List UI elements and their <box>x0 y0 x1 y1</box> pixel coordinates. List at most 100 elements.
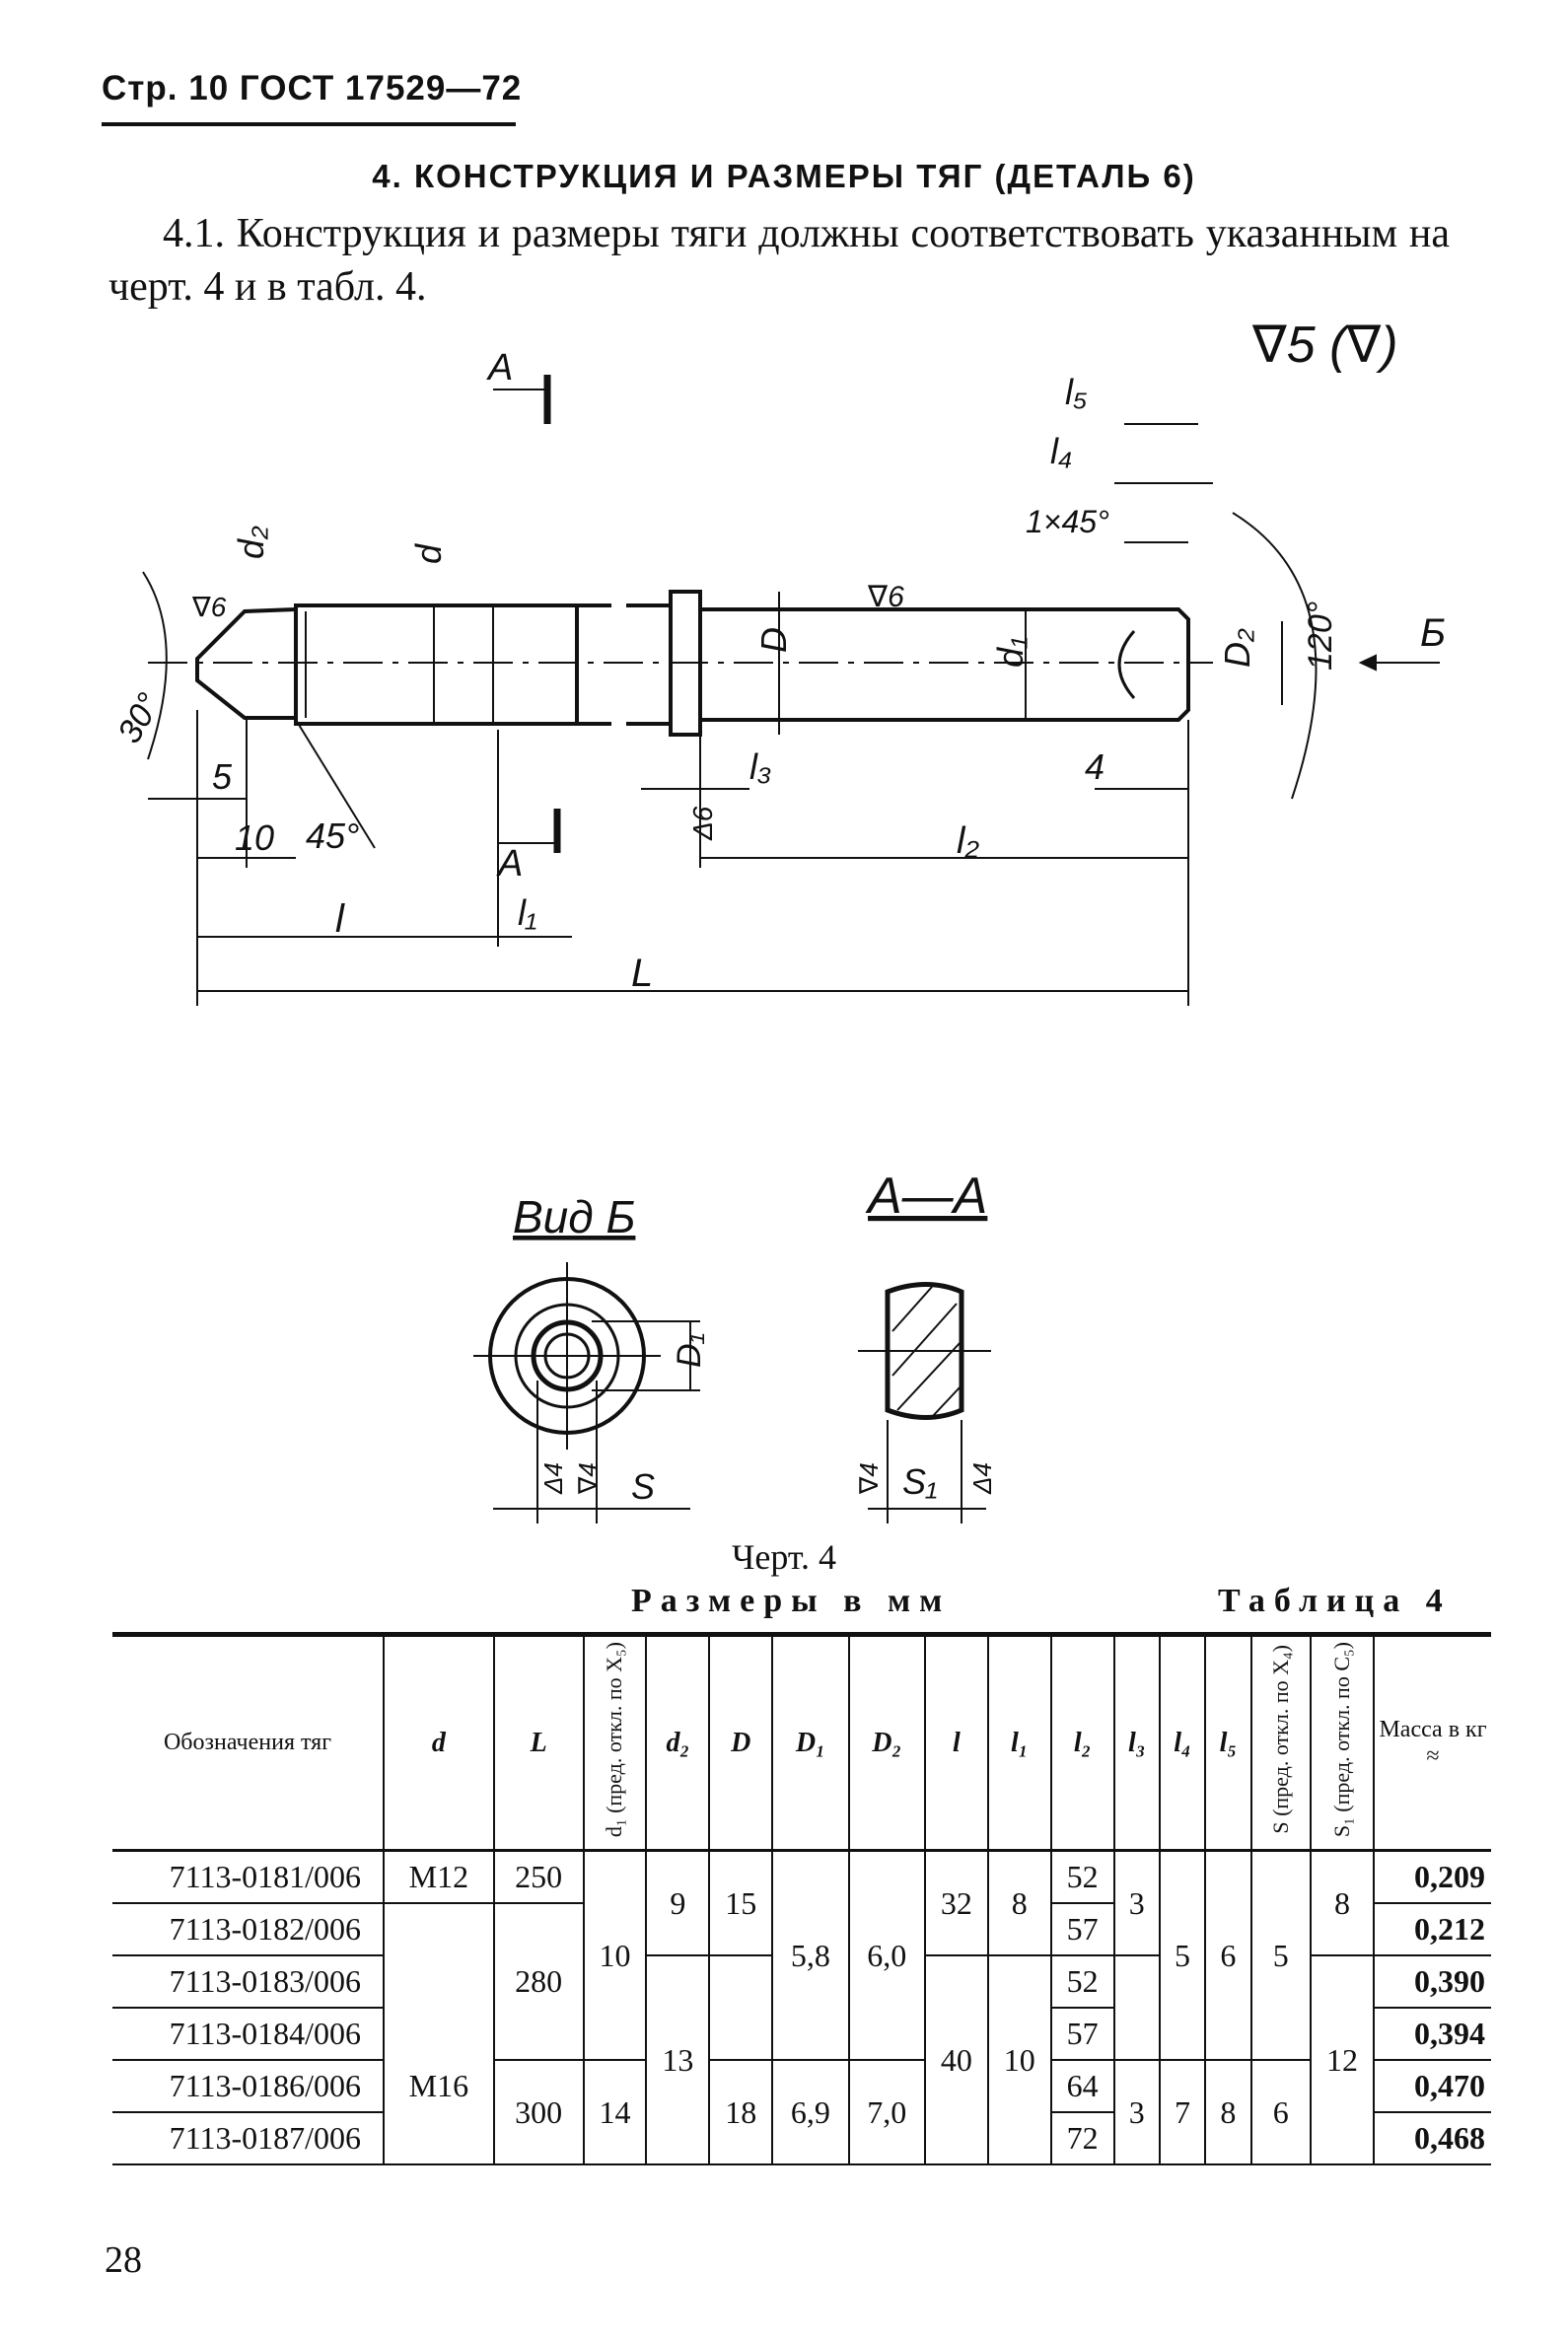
table-row: 7113-0184/006 57 0,394 <box>112 2008 1491 2061</box>
label-D: D <box>753 627 794 653</box>
cell-d1: 14 <box>582 2060 647 2165</box>
cell-mass: 0,212 <box>1373 1903 1491 1956</box>
label-l1: l₁ <box>518 892 536 933</box>
angle-45-line <box>295 719 376 849</box>
col-l: l <box>923 1632 988 1852</box>
rod-end <box>1134 607 1190 722</box>
cell-designation: 7113-0181/006 <box>112 1850 384 1904</box>
cell-l2: 52 <box>1049 1850 1114 1904</box>
cell-L: 300 <box>492 2060 584 2165</box>
label-rough-6-tip: ∇6 <box>191 592 227 622</box>
col-l3: l₃ <box>1112 1632 1160 1852</box>
cell-D2: 6,0 <box>847 1850 925 2061</box>
rod-middle <box>577 603 611 726</box>
cell-l2: 64 <box>1049 2060 1114 2113</box>
label-angle-30: 30° <box>110 687 169 750</box>
cell-designation: 7113-0184/006 <box>112 2008 384 2061</box>
figure-caption: Черт. 4 <box>732 1537 836 1577</box>
cell-D: 15 <box>708 1850 773 1956</box>
rod-threaded-part <box>294 603 579 726</box>
cell-designation: 7113-0182/006 <box>112 1903 384 1956</box>
cell-mass: 0,390 <box>1373 1955 1491 2009</box>
cell-mass: 0,209 <box>1373 1850 1491 1904</box>
dimensions-table: Обозначения тяг d L d₁ (пред. откл. по X… <box>112 1632 1491 2165</box>
section-title: 4. КОНСТРУКЦИЯ И РАЗМЕРЫ ТЯГ (ДЕТАЛЬ 6) <box>372 158 1196 194</box>
label-l3: l₃ <box>749 746 771 787</box>
cell-D1: 5,8 <box>771 1850 849 2061</box>
cell-L: 250 <box>492 1850 584 1904</box>
cell-l5: 8 <box>1204 2060 1251 2165</box>
view-b-title: Вид Б <box>513 1191 635 1242</box>
section-aa-rough-right: Δ4 <box>967 1462 997 1495</box>
label-view-b: Б <box>1420 611 1446 655</box>
section-aa-drawing <box>858 1282 991 1524</box>
table-row: 7113-0187/006 72 0,468 <box>112 2112 1491 2165</box>
col-d1: d₁ (пред. откл. по X₅) <box>582 1632 647 1852</box>
cell-S: 6 <box>1249 2060 1312 2165</box>
col-l1: l₁ <box>986 1632 1051 1852</box>
cell-l: 32 <box>923 1850 988 1956</box>
cell-l3: 3 <box>1112 1850 1160 1956</box>
table-row: 7113-0186/006 300 14 18 6,9 7,0 64 3 7 8… <box>112 2060 1491 2165</box>
table-units: Размеры в мм <box>631 1583 952 1619</box>
table-label: Таблица 4 <box>1218 1583 1452 1619</box>
cell-l2: 52 <box>1049 1955 1114 2009</box>
cell-l2: 72 <box>1049 2112 1114 2165</box>
col-d2: d₂ <box>645 1632 710 1852</box>
cell-designation: 7113-0183/006 <box>112 1955 384 2009</box>
cell-d: M16 <box>383 1903 494 2165</box>
cell-S1: 12 <box>1310 1955 1374 2165</box>
cell-l4: 5 <box>1158 1850 1206 2061</box>
cell-D-empty <box>708 1955 773 2061</box>
view-b-drawing <box>473 1262 700 1524</box>
col-l5: l₅ <box>1204 1632 1251 1852</box>
cell-d: M12 <box>383 1850 494 1904</box>
cell-l2: 57 <box>1049 1903 1114 1956</box>
cell-mass: 0,468 <box>1373 2112 1491 2165</box>
table-row: 7113-0182/006 M16 280 57 0,212 <box>112 1903 1491 2165</box>
cell-l1: 10 <box>986 1955 1051 2165</box>
label-rough-6-shank: ∇6 <box>867 581 904 613</box>
cell-D: 18 <box>708 2060 773 2165</box>
col-d: d <box>383 1632 494 1852</box>
label-dim-10: 10 <box>235 817 274 858</box>
cell-l2: 57 <box>1049 2008 1114 2061</box>
col-D1: D₁ <box>771 1632 849 1852</box>
label-section-a-bottom: А <box>496 843 523 885</box>
col-designation: Обозначения тяг <box>112 1632 384 1852</box>
cell-S: 5 <box>1249 1850 1312 2061</box>
table-header-row: Обозначения тяг d L d₁ (пред. откл. по X… <box>112 1632 1491 1852</box>
cell-l1: 8 <box>986 1850 1051 1956</box>
label-l2: l₂ <box>957 820 979 862</box>
angle-30-arc <box>142 571 168 760</box>
col-D2: D₂ <box>847 1632 925 1852</box>
table-row: 7113-0183/006 13 40 10 52 12 0,390 <box>112 1955 1491 2165</box>
label-angle-120: 120° <box>1302 602 1339 671</box>
cell-l5: 6 <box>1204 1850 1251 2061</box>
cell-D2: 7,0 <box>847 2060 925 2165</box>
technical-drawing: А А Б L l l₁ l₂ l₃ l₅ l₄ 1×45° 4 5 10 45… <box>110 347 1446 1524</box>
page-header: Стр. 10 ГОСТ 17529—72 <box>102 69 523 107</box>
cell-mass: 0,394 <box>1373 2008 1491 2061</box>
general-roughness: ∇5 (∇) <box>1252 317 1398 374</box>
col-l2: l₂ <box>1049 1632 1114 1852</box>
label-chamfer: 1×45° <box>1026 504 1109 539</box>
label-l5: l₅ <box>1065 372 1087 412</box>
label-D2: D₂ <box>1217 628 1257 668</box>
cell-designation: 7113-0186/006 <box>112 2060 384 2113</box>
col-S1: S₁ (пред. откл. по C₅) <box>1310 1632 1374 1852</box>
section-aa-rough-left: ∇4 <box>854 1462 884 1495</box>
label-L: L <box>631 952 653 995</box>
angle-120-arc <box>1232 512 1318 800</box>
cell-designation: 7113-0187/006 <box>112 2112 384 2165</box>
view-b-label-D1: D₁ <box>671 1333 708 1368</box>
table-row: 7113-0181/006 M12 250 10 9 15 5,8 6,0 32… <box>112 1850 1491 2061</box>
label-dim-4: 4 <box>1085 746 1105 787</box>
cell-l3: 3 <box>1112 2060 1160 2165</box>
cell-l4: 7 <box>1158 2060 1206 2165</box>
view-b-label-S: S <box>631 1466 655 1507</box>
cell-d1: 10 <box>582 1850 647 2061</box>
cell-d2: 13 <box>645 1955 710 2165</box>
label-dim-5: 5 <box>212 756 233 797</box>
section-paragraph: 4.1. Конструкция и размеры тяги должны с… <box>108 211 1450 310</box>
